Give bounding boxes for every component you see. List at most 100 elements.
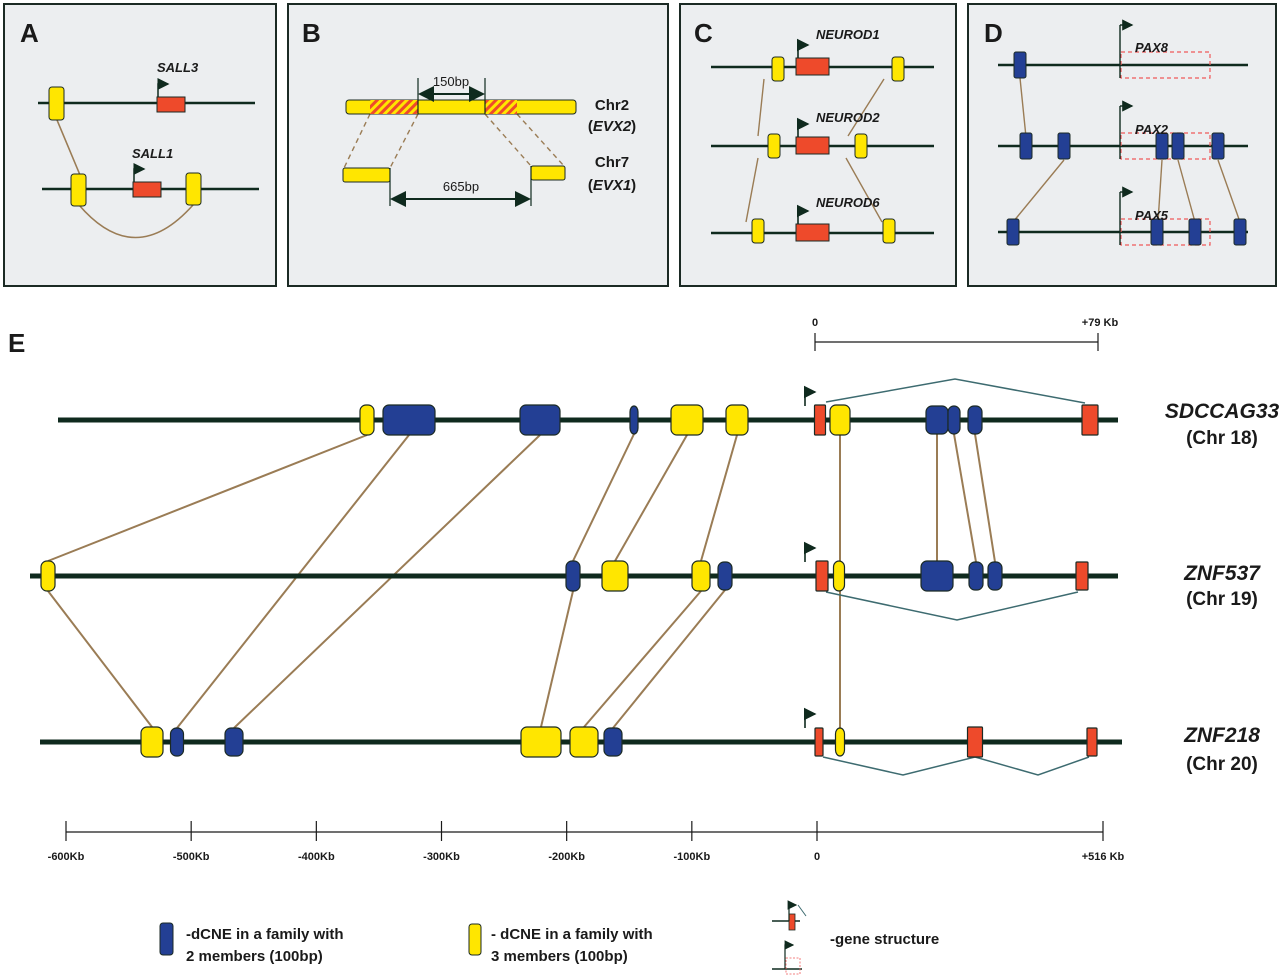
dcne-yellow xyxy=(891,56,905,82)
scale-start-label: 0 xyxy=(812,317,818,329)
link-arc xyxy=(78,204,194,239)
dcne-yellow xyxy=(854,133,868,159)
axis-tick-label: +516 Kb xyxy=(1082,851,1125,863)
track-gene-label: ZNF218 xyxy=(1183,724,1260,747)
dcne-blue xyxy=(920,560,954,592)
dcne-blue xyxy=(1211,132,1225,160)
span-label: 150bp xyxy=(433,74,469,89)
dcne-yellow xyxy=(185,172,202,206)
chr-label: Chr2 xyxy=(595,97,629,114)
dcne-blue xyxy=(967,405,983,435)
panel-letter: A xyxy=(20,18,39,48)
dcne-blue xyxy=(1006,218,1020,246)
legend-blue-label: 2 members (100bp) xyxy=(186,948,323,965)
dcne-blue xyxy=(629,405,639,435)
axis-tick-label: -100Kb xyxy=(673,851,710,863)
track-chr-label: (Chr 20) xyxy=(1186,754,1258,775)
gene-region-dashed xyxy=(1120,218,1211,246)
tss-arrow-icon xyxy=(796,117,810,137)
dcne-blue xyxy=(968,561,984,591)
dcne-yellow xyxy=(601,560,629,592)
track-labels: SDCCAG33 (Chr 18) ZNF537 (Chr 19) ZNF218… xyxy=(1165,400,1280,775)
gene-label: PAX5 xyxy=(1135,208,1169,223)
dcne-blue xyxy=(1188,218,1202,246)
splice-line xyxy=(822,756,1090,776)
splice-line xyxy=(825,378,1086,404)
legend-blue-swatch xyxy=(159,922,174,956)
dcne-yellow xyxy=(829,404,851,436)
dcne-blue xyxy=(1171,132,1185,160)
track-gene-label: SDCCAG33 xyxy=(1165,400,1280,423)
link-line xyxy=(974,433,996,563)
chr-gene-label: (EVX1) xyxy=(588,177,636,194)
panel-letter: C xyxy=(694,18,713,48)
legend-yellow-swatch xyxy=(468,923,482,956)
dcne-yellow xyxy=(832,560,846,592)
axis-tick-label: -200Kb xyxy=(548,851,585,863)
dcne-yellow xyxy=(834,727,846,757)
dcne-blue xyxy=(947,405,961,435)
gene-label: PAX2 xyxy=(1135,122,1169,137)
link-line xyxy=(176,434,410,729)
dcne-yellow xyxy=(751,218,765,244)
link-line xyxy=(953,433,977,563)
chr-label: Chr7 xyxy=(595,154,629,171)
gene-exon xyxy=(814,727,824,757)
splice-line xyxy=(825,591,1079,621)
dcne-yellow xyxy=(520,726,562,758)
tss-arrow-icon xyxy=(796,38,810,58)
gene-exon xyxy=(795,136,830,155)
dcne-blue xyxy=(565,560,581,592)
dcne-blue xyxy=(1057,132,1071,160)
dcne-yellow xyxy=(40,560,56,592)
link-line xyxy=(583,590,702,728)
dcne-blue xyxy=(1233,218,1247,246)
link-lines xyxy=(343,113,565,169)
track-chr-label: (Chr 19) xyxy=(1186,589,1258,610)
panel-letter: E xyxy=(8,328,25,358)
dcne-blue xyxy=(717,561,733,591)
gene-exon xyxy=(1075,561,1089,591)
gene-exon xyxy=(132,181,162,198)
span-label: 665bp xyxy=(443,179,479,194)
axis-tick-label: 0 xyxy=(814,851,820,863)
tss-arrow-icon xyxy=(803,707,817,728)
link-line xyxy=(612,589,726,729)
legend-gene-structure-label: -gene structure xyxy=(830,931,939,948)
tss-arrow-icon xyxy=(796,204,810,224)
dcne-blue xyxy=(169,727,185,757)
dcne-blue xyxy=(603,727,623,757)
dcne-yellow xyxy=(359,404,375,436)
hatched-region xyxy=(485,100,517,114)
hatched-region xyxy=(370,100,418,114)
legend: -dCNE in a family with 2 members (100bp)… xyxy=(159,900,939,975)
gene-region-dashed xyxy=(1120,51,1211,79)
dcne-yellow xyxy=(767,133,781,159)
dcne-blue xyxy=(925,405,949,435)
link-line xyxy=(56,119,81,176)
dcne-yellow xyxy=(882,218,896,244)
gene-exon xyxy=(1086,727,1098,757)
gene-exon xyxy=(813,404,827,436)
gene-structure-icon xyxy=(772,900,807,975)
tss-arrow-icon xyxy=(157,78,170,97)
dcne-yellow xyxy=(725,404,749,436)
gene-label: SALL3 xyxy=(157,60,199,75)
dcne-yellow xyxy=(70,173,87,207)
tss-arrow-icon xyxy=(803,541,817,562)
chr7-element xyxy=(342,167,391,183)
dcne-yellow xyxy=(569,726,599,758)
gene-exon xyxy=(795,57,830,76)
link-line xyxy=(614,434,688,562)
axis-tick-label: -500Kb xyxy=(173,851,210,863)
gene-exon xyxy=(1081,404,1099,436)
dcne-yellow xyxy=(670,404,704,436)
panel-e: E 0 +79 Kb -600Kb-500Kb-400Kb-300Kb-200K… xyxy=(8,317,1279,863)
chr7-element xyxy=(530,165,566,181)
link-line xyxy=(47,590,153,728)
gene-label: PAX8 xyxy=(1135,40,1169,55)
panel-b: B 150bp Chr2 (EVX2) 665bp Chr7 (EVX1) xyxy=(287,3,669,287)
